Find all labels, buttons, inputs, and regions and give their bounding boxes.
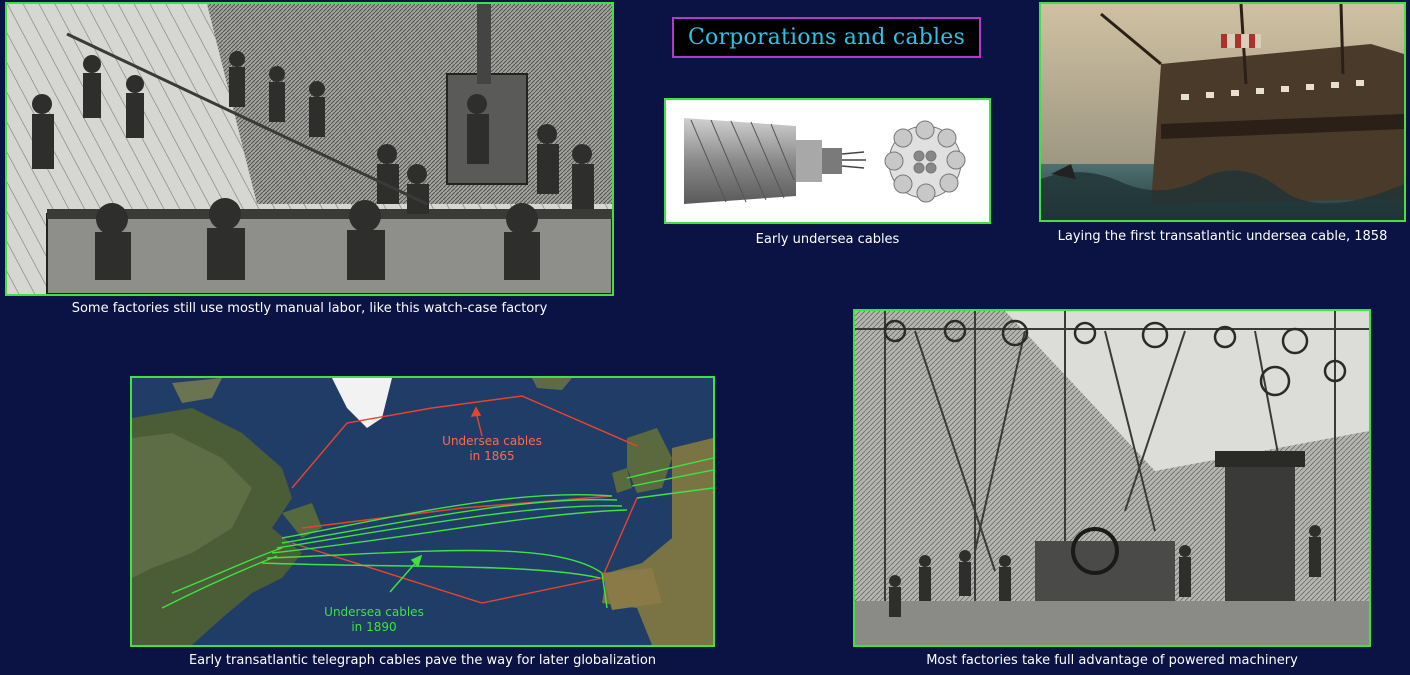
watch-factory-image [5, 2, 614, 296]
powered-factory-caption: Most factories take full advantage of po… [926, 653, 1298, 668]
cable-ship-image [1039, 2, 1406, 222]
cable-cross-section-drawing [684, 118, 966, 204]
cables-1865-label: Undersea cables in 1865 [432, 434, 552, 464]
watch-factory-engraving [7, 4, 612, 294]
slide-title: Corporations and cables [688, 25, 965, 50]
cable-map [132, 378, 713, 645]
cables-1865-label-line2: in 1865 [469, 449, 515, 463]
cables-1890-label: Undersea cables in 1890 [314, 605, 434, 635]
cable-section-caption: Early undersea cables [755, 232, 900, 247]
cable-ship-caption: Laying the first transatlantic undersea … [1057, 229, 1388, 244]
powered-factory-engraving [855, 311, 1369, 645]
cable-map-caption: Early transatlantic telegraph cables pav… [188, 653, 657, 668]
cables-1865-label-line1: Undersea cables [442, 434, 542, 448]
cable-map-image: Undersea cables in 1865 Undersea cables … [130, 376, 715, 647]
cable-ship-painting [1041, 4, 1404, 220]
powered-factory-image [853, 309, 1371, 647]
cable-section-image [664, 98, 991, 224]
cables-1890-label-line2: in 1890 [351, 620, 397, 634]
cables-1890-label-line1: Undersea cables [324, 605, 424, 619]
watch-factory-caption: Some factories still use mostly manual l… [71, 301, 548, 316]
slide-title-box: Corporations and cables [672, 17, 981, 58]
